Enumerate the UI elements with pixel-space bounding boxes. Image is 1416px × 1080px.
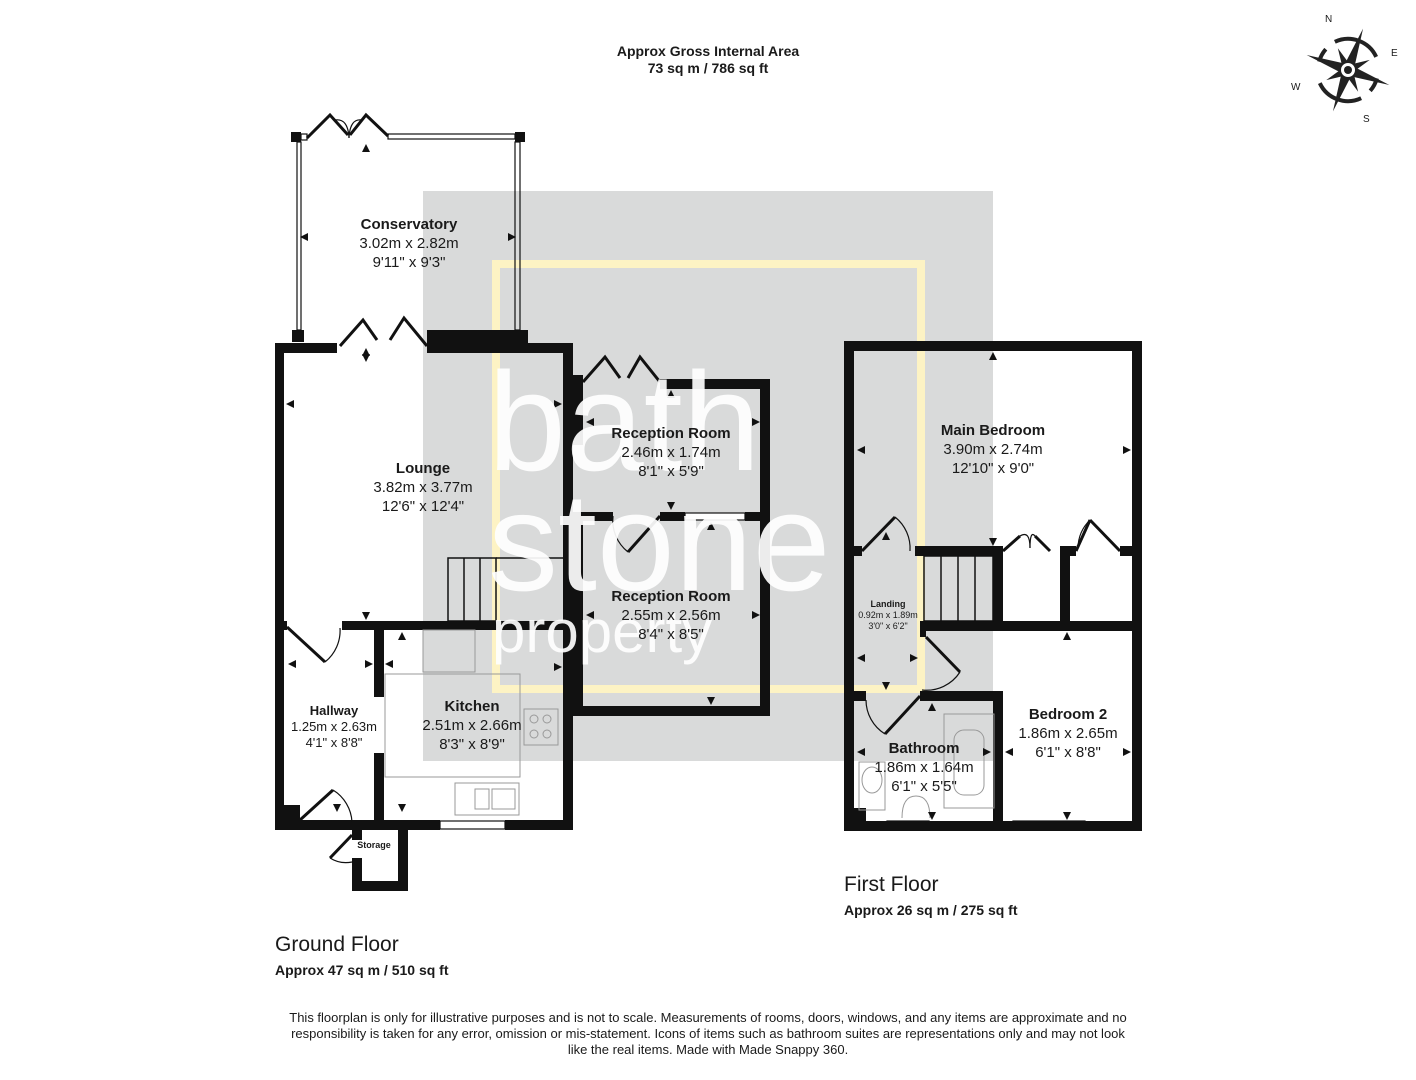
room-bathroom: Bathroom 1.86m x 1.64m 6'1" x 5'5" — [874, 739, 973, 796]
header-title: Approx Gross Internal Area — [616, 43, 800, 59]
first-floor-walls — [844, 341, 1142, 831]
first-floor-area: Approx 26 sq m / 275 sq ft — [844, 902, 1018, 918]
ground-floor-name: Ground Floor — [275, 933, 399, 956]
compass-north: N — [1325, 14, 1333, 25]
room-name: Storage — [357, 840, 391, 850]
room-name: Landing — [870, 599, 906, 609]
room-name: Lounge — [395, 460, 451, 477]
room-imperial: 6'1" x 5'5" — [891, 778, 957, 795]
room-main-bedroom: Main Bedroom 3.90m x 2.74m 12'10" x 9'0" — [941, 421, 1045, 478]
room-kitchen: Kitchen 2.51m x 2.66m 8'3" x 8'9" — [422, 697, 521, 754]
ground-floor-area: Approx 47 sq m / 510 sq ft — [275, 962, 449, 978]
room-metric: 3.82m x 3.77m — [373, 479, 473, 496]
room-reception-1: Reception Room 2.46m x 1.74m 8'1" x 5'9" — [611, 424, 730, 481]
room-reception-2: Reception Room 2.55m x 2.56m 8'4" x 8'5" — [611, 587, 730, 644]
ground-floor-fills — [282, 138, 566, 886]
bathroom-fittings — [858, 713, 995, 819]
room-name: Bedroom 2 — [1028, 706, 1108, 723]
conservatory-glazing — [296, 133, 521, 331]
room-name: Bathroom — [888, 740, 960, 757]
compass-rose-icon — [1306, 28, 1390, 112]
room-metric: 2.55m x 2.56m — [621, 607, 721, 624]
room-imperial: 12'10" x 9'0" — [951, 460, 1035, 477]
room-imperial: 8'1" x 5'9" — [638, 463, 704, 480]
room-imperial: 8'3" x 8'9" — [439, 736, 505, 753]
room-metric: 1.86m x 2.65m — [1018, 725, 1118, 742]
room-imperial: 9'11" x 9'3" — [372, 254, 446, 271]
first-floor-caption: First Floor Approx 26 sq m / 275 sq ft — [844, 873, 1018, 919]
room-conservatory: Conservatory 3.02m x 2.82m 9'11" x 9'3" — [359, 215, 458, 272]
first-floor-door-swings — [865, 516, 1091, 735]
room-imperial: 3'0" x 6'2" — [868, 621, 908, 631]
room-metric: 2.46m x 1.74m — [621, 444, 721, 461]
kitchen-fittings — [384, 629, 559, 816]
compass: N E S W — [1288, 14, 1408, 129]
room-imperial: 12'6" x 12'4" — [381, 498, 465, 515]
room-hallway: Hallway 1.25m x 2.63m 4'1" x 8'8" — [291, 703, 377, 751]
room-name: Hallway — [309, 703, 359, 718]
room-name: Kitchen — [444, 698, 500, 715]
room-metric: 1.25m x 2.63m — [291, 719, 377, 734]
ground-floor-walls — [275, 132, 770, 891]
room-bedroom-2: Bedroom 2 1.86m x 2.65m 6'1" x 8'8" — [1018, 705, 1117, 762]
room-imperial: 4'1" x 8'8" — [305, 735, 363, 750]
room-imperial: 6'1" x 8'8" — [1035, 744, 1101, 761]
doors — [285, 112, 662, 860]
room-metric: 2.51m x 2.66m — [422, 717, 522, 734]
room-metric: 3.90m x 2.74m — [943, 441, 1043, 458]
room-metric: 0.92m x 1.89m — [858, 610, 918, 620]
first-floor-stairs — [923, 555, 994, 622]
compass-south: S — [1363, 114, 1370, 125]
watermark-frame — [492, 260, 925, 693]
room-landing: Landing 0.92m x 1.89m 3'0" x 6'2" — [858, 599, 918, 632]
room-name: Conservatory — [360, 216, 458, 233]
disclaimer: This floorplan is only for illustrative … — [289, 1010, 1127, 1057]
room-name: Main Bedroom — [940, 422, 1046, 439]
room-lounge: Lounge 3.82m x 3.77m 12'6" x 12'4" — [373, 459, 472, 516]
watermark-line3: property — [492, 598, 712, 665]
first-floor-name: First Floor — [844, 873, 939, 896]
compass-west: W — [1291, 82, 1301, 93]
room-name: Reception Room — [611, 588, 731, 605]
gross-internal-area-header: Approx Gross Internal Area 73 sq m / 786… — [0, 43, 1416, 77]
watermark-logo: bath stone property — [488, 343, 830, 665]
watermark-line1: bath — [488, 343, 760, 500]
room-storage: Storage — [357, 840, 391, 851]
header-total-area: 73 sq m / 786 sq ft — [647, 60, 769, 76]
room-name: Reception Room — [611, 425, 731, 442]
ground-floor-stairs — [447, 557, 563, 622]
room-metric: 1.86m x 1.64m — [874, 759, 974, 776]
watermark-box — [423, 191, 993, 761]
ground-floor-caption: Ground Floor Approx 47 sq m / 510 sq ft — [275, 933, 449, 979]
compass-east: E — [1391, 48, 1398, 59]
watermark-line2: stone — [488, 463, 830, 620]
dimension-arrows — [286, 144, 1131, 820]
room-metric: 3.02m x 2.82m — [359, 235, 459, 252]
room-imperial: 8'4" x 8'5" — [638, 626, 704, 643]
door-swings — [324, 119, 629, 864]
